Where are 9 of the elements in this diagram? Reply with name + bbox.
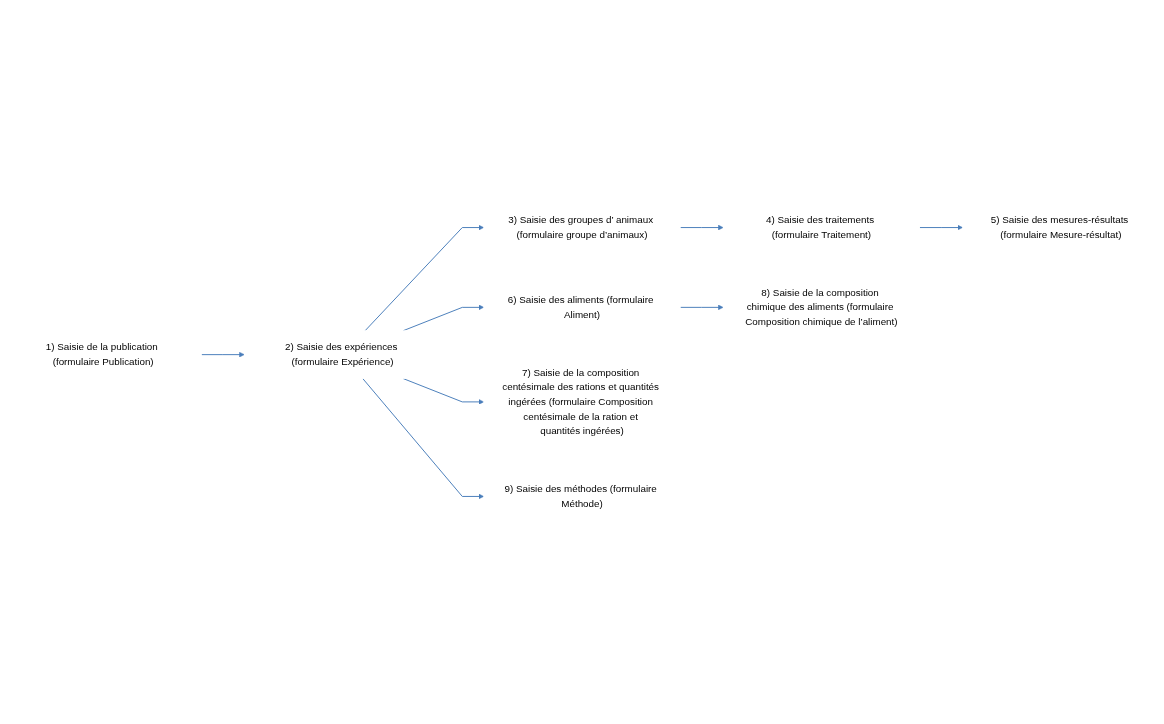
- node-text: 5) Saisie des mesures-résultats (formulaire Mesure-résultat): [990, 214, 1129, 240]
- node-text: 1) Saisie de la publication (formulaire Publication): [45, 341, 158, 367]
- node-text: 8) Saisie de la composition chimique des aliments (formulaire Composition chimique de l’aliment): [745, 287, 898, 328]
- node-text: 4) Saisie des traitements (formulaire Traitement): [766, 214, 875, 240]
- node-text: 2) Saisie des expériences (formulaire Expérience): [284, 341, 398, 367]
- node-text: 7) Saisie de la composition centésimale des rations et quantités ingérées (formulaire Composition centésimale de la ration et quantités ingérées): [502, 366, 659, 437]
- node-text: 3) Saisie des groupes d’ animaux (formulaire groupe d’animaux): [508, 214, 654, 240]
- node-text: 6) Saisie des aliments (formulaire Aliment): [507, 294, 654, 320]
- node-text: 9) Saisie des méthodes (formulaire Méthode): [504, 483, 657, 509]
